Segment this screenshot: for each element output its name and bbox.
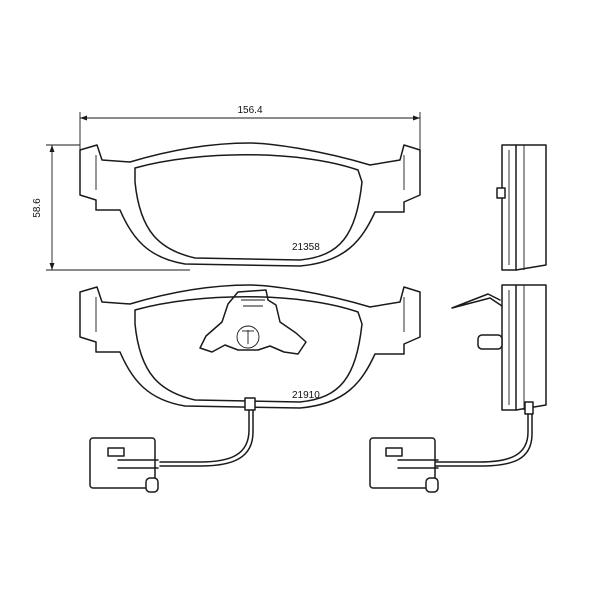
- lower-brake-pad: 21910: [79, 284, 421, 409]
- side-clip: [451, 293, 503, 309]
- upper-pad-side-view: [496, 144, 547, 271]
- height-dimension-label: 58.6: [32, 198, 43, 218]
- sensor-connector-left: [89, 437, 156, 489]
- width-dimension: 156.4: [79, 105, 421, 150]
- upper-brake-pad: 21358: [79, 142, 421, 267]
- lower-pad-side-view: [451, 284, 547, 415]
- lower-pad-part-number: 21910: [292, 390, 320, 401]
- spring-clip: [199, 289, 307, 355]
- sensor-connector-right: [369, 437, 436, 489]
- upper-pad-part-number: 21358: [292, 242, 320, 253]
- wear-sensor-left: [89, 397, 256, 493]
- wear-sensor-right: [369, 413, 533, 493]
- width-dimension-label: 156.4: [237, 105, 262, 116]
- height-dimension: 58.6: [32, 144, 190, 271]
